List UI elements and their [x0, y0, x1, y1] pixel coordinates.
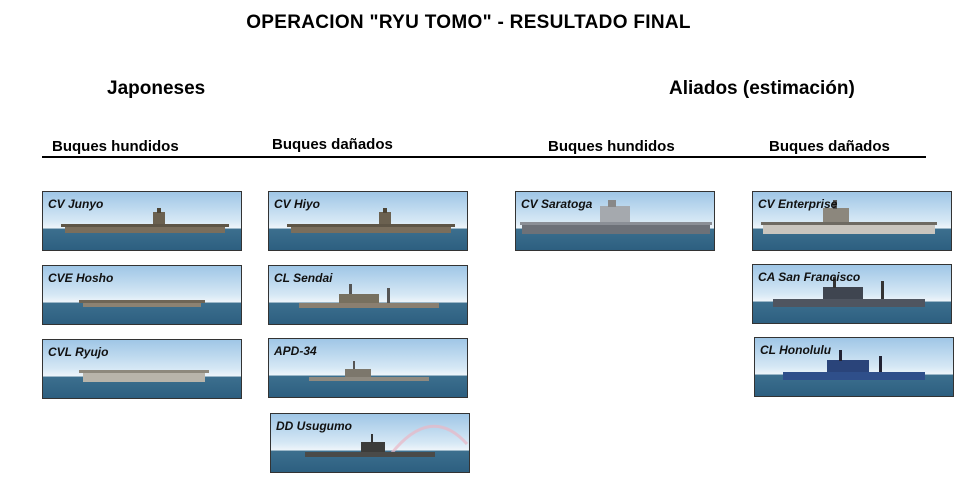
ship-name: CV Junyo	[48, 197, 104, 211]
ship-name: CV Hiyo	[274, 197, 321, 211]
heading-divider	[42, 156, 926, 158]
carrier-silhouette-icon	[79, 300, 205, 307]
ship-card-san-francisco: CA San Francisco	[752, 264, 952, 324]
ship-card-hosho: CVE Hosho	[42, 265, 242, 325]
ship-name: CV Enterprise	[758, 197, 838, 211]
ship-name: CVL Ryujo	[48, 345, 109, 359]
japanese-sunk-heading: Buques hundidos	[52, 138, 179, 155]
ship-card-enterprise: CV Enterprise	[752, 191, 952, 251]
ship-card-saratoga: CV Saratoga	[515, 191, 715, 251]
ship-card-apd34: APD-34	[268, 338, 468, 398]
japanese-heading: Japoneses	[107, 78, 206, 99]
cruiser-silhouette-icon	[299, 284, 439, 308]
destroyer-silhouette-icon	[305, 424, 469, 457]
page-title: OPERACION "RYU TOMO" - RESULTADO FINAL	[246, 12, 691, 33]
carrier-silhouette-icon	[761, 200, 937, 234]
ship-card-ryujo: CVL Ryujo	[42, 339, 242, 399]
ship-name: CL Sendai	[274, 271, 333, 285]
allied-damaged-heading: Buques dañados	[769, 138, 890, 155]
ship-name: CL Honolulu	[760, 343, 832, 357]
carrier-silhouette-icon	[287, 208, 455, 233]
allied-sunk-heading: Buques hundidos	[548, 138, 675, 155]
ship-name: DD Usugumo	[276, 419, 352, 433]
ship-name: CVE Hosho	[48, 271, 114, 285]
japanese-damaged-heading: Buques dañados	[272, 136, 393, 153]
ship-name: CV Saratoga	[521, 197, 593, 211]
carrier-silhouette-icon	[79, 370, 209, 382]
cruiser-silhouette-icon	[773, 277, 925, 307]
ship-card-sendai: CL Sendai	[268, 265, 468, 325]
ship-card-usugumo: DD Usugumo	[270, 413, 470, 473]
carrier-silhouette-icon	[61, 208, 229, 233]
ship-card-honolulu: CL Honolulu	[754, 337, 954, 397]
allied-heading: Aliados (estimación)	[669, 78, 855, 99]
ship-name: CA San Francisco	[758, 270, 861, 284]
carrier-silhouette-icon	[520, 200, 712, 234]
ship-name: APD-34	[274, 344, 317, 358]
ship-card-junyo: CV Junyo	[42, 191, 242, 251]
destroyer-silhouette-icon	[309, 361, 429, 381]
cruiser-silhouette-icon	[783, 350, 925, 380]
ship-card-hiyo: CV Hiyo	[268, 191, 468, 251]
